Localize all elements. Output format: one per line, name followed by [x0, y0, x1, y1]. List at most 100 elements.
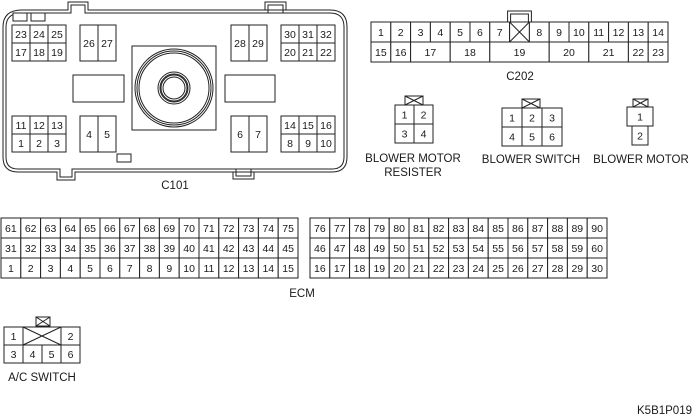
pin-number: 24	[472, 263, 484, 275]
pin-cell-keyed	[22, 326, 62, 346]
pin-cell: 24	[467, 257, 489, 279]
pin-number: 46	[314, 243, 326, 255]
pin-cell-box	[47, 133, 67, 153]
c202-label: C202	[506, 71, 534, 83]
pin-number: 2	[36, 138, 42, 150]
pin-cell: 51	[408, 237, 430, 259]
pin-number: 39	[163, 243, 175, 255]
pin-number: 13	[51, 120, 63, 132]
pin-cell-box	[248, 115, 268, 153]
pin-number: 3	[418, 27, 424, 39]
pin-number: 15	[375, 47, 387, 59]
pin-cell: 3	[541, 107, 563, 128]
pin-cell: 10	[316, 133, 336, 153]
pin-cell: 66	[99, 217, 121, 239]
pin-number: 8	[536, 27, 542, 39]
pin-cell: 58	[547, 237, 568, 259]
pin-number: 9	[305, 138, 311, 150]
pin-number: 33	[45, 243, 57, 255]
pin-number: 44	[262, 243, 274, 255]
pin-cell: 41	[198, 237, 220, 259]
pin-cell: 1	[394, 104, 415, 125]
pin-cell-box	[316, 42, 336, 62]
pin-number: 3	[402, 129, 408, 141]
key-mark-icon	[404, 95, 424, 106]
pin-cell: 73	[238, 217, 259, 239]
pin-number: 42	[223, 243, 235, 255]
pin-cell: 5	[41, 344, 62, 364]
pin-cell: 84	[467, 217, 489, 239]
pin-cell: 18	[449, 41, 491, 63]
pin-number: 8	[287, 138, 293, 150]
c101-latch-tab	[116, 153, 132, 163]
pin-cell: 88	[547, 217, 568, 239]
pin-cell: 67	[119, 217, 141, 239]
pin-cell: 16	[316, 115, 336, 135]
pin-cell: 63	[40, 217, 61, 239]
pin-cell-box	[97, 115, 117, 153]
pin-cell: 45	[277, 237, 299, 259]
pin-number: 23	[453, 263, 465, 275]
pin-cell: 26	[79, 24, 99, 62]
pin-cell: 85	[487, 217, 509, 239]
pin-cell: 9	[548, 21, 570, 43]
pin-cell: 32	[20, 237, 42, 259]
pin-number: 34	[64, 243, 76, 255]
pin-number: 52	[433, 243, 445, 255]
pin-cell: 2	[413, 104, 434, 125]
pin-number: 32	[320, 29, 332, 41]
pin-cell: 20	[548, 41, 590, 63]
pin-cell: 12	[608, 21, 629, 43]
pin-number: 2	[28, 263, 34, 275]
pin-cell: 2	[60, 326, 81, 346]
pin-number: 14	[284, 120, 296, 132]
pin-number: 7	[497, 27, 503, 39]
blower-switch-label: BLOWER SWITCH	[482, 154, 580, 166]
pin-cell: 15	[277, 257, 299, 279]
pin-number: 17	[425, 47, 437, 59]
key-mark-icon	[632, 98, 649, 108]
pin-cell: 59	[566, 237, 588, 259]
pin-number: 45	[282, 243, 294, 255]
pin-number: 36	[104, 243, 116, 255]
pin-number: 65	[84, 223, 96, 235]
pin-cell: 61	[0, 217, 22, 239]
pin-cell: 7	[119, 257, 141, 279]
pin-number: 17	[334, 263, 346, 275]
pin-cell: 4	[59, 257, 81, 279]
pin-number: 31	[302, 29, 314, 41]
pin-cell: 37	[119, 237, 141, 259]
blower-motor-resister-label-line1: BLOWER MOTOR	[365, 153, 461, 165]
pin-cell-box	[541, 126, 563, 147]
pin-number: 22	[433, 263, 445, 275]
pin-cell: 6	[541, 126, 563, 147]
pin-number: 7	[255, 129, 261, 141]
pin-cell: 16	[390, 41, 412, 63]
c101-label: C101	[161, 180, 189, 192]
pin-number: 43	[243, 243, 255, 255]
pin-number: 2	[529, 113, 535, 125]
pin-number: 30	[284, 29, 296, 41]
blower-motor-connector: 12	[626, 98, 654, 146]
pin-number: 11	[203, 263, 214, 275]
ecm-label: ECM	[289, 288, 315, 300]
pin-cell: 18	[29, 42, 49, 62]
pin-cell: 36	[99, 237, 121, 259]
pin-number: 81	[413, 223, 425, 235]
pin-number: 15	[282, 263, 294, 275]
pin-number: 90	[591, 223, 603, 235]
pin-cell: 90	[586, 217, 608, 239]
pin-number: 58	[552, 243, 564, 255]
c101-latch-tab	[12, 12, 28, 22]
pin-number: 7	[127, 263, 133, 275]
pin-number: 61	[5, 223, 17, 235]
pin-cell: 22	[316, 42, 336, 62]
key-mark-icon	[35, 316, 51, 327]
pin-cell-box	[97, 24, 117, 62]
pin-number: 2	[398, 27, 404, 39]
pin-number: 18	[464, 47, 476, 59]
pin-cell: 23	[647, 41, 669, 63]
